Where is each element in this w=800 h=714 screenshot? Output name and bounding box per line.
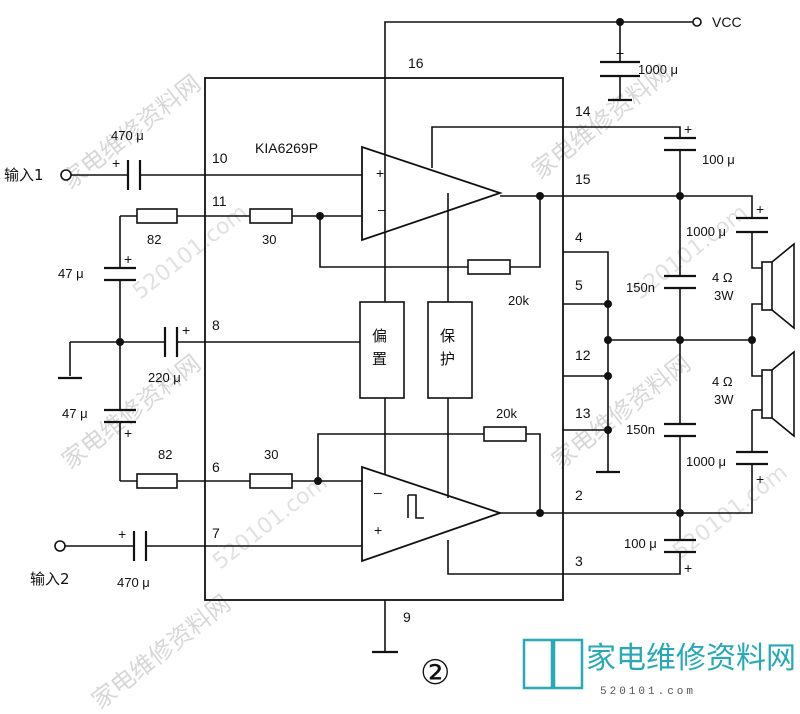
pin-12: 12 [575,347,591,363]
plus-mark: + [124,251,132,267]
plus-input-mark: + [376,165,384,181]
plus-mark: + [118,526,126,542]
resistor-20k-upper [467,259,511,275]
output-network: + 100 μ + 1000 μ 150n 4 Ω 3W 4 Ω 3W + [624,121,795,576]
minus-input-mark: – [378,201,386,217]
lower-amplifier: – + 82 30 20k 输入2 + 470 μ [30,406,681,590]
c150-lower-label: 150n [626,422,655,437]
plus-mark: + [112,155,120,171]
protect-label-1: 保 [440,327,455,345]
plus-mark: + [756,201,764,217]
plus-mark: + [124,425,132,441]
watermark-text: 家电维修资料网 [546,349,696,474]
c1000-lower-label: 1000 μ [686,454,726,469]
c100-lower-label: 100 μ [624,536,657,551]
plus-mark: + [616,45,624,61]
speaker-lower-imp: 4 Ω [712,374,733,389]
pin-3: 3 [575,553,583,569]
minus-input-mark: – [374,484,382,500]
resistor-30-upper [249,208,293,224]
input1-label: 输入1 [4,166,44,184]
pin-10: 10 [212,150,228,166]
pin-16: 16 [408,55,424,71]
r30-lower-label: 30 [264,447,278,462]
supply-section: VCC + 1000 μ [384,14,742,102]
c47-upper-label: 47 μ [58,266,84,281]
op-amp-lower [361,465,503,563]
pin-9: 9 [403,609,411,625]
plus-mark: + [684,560,692,576]
pin-14: 14 [575,103,591,119]
plus-mark: + [756,471,764,487]
pin-numbers: 16 14 10 15 11 4 5 8 12 13 6 2 7 3 9 [212,55,591,625]
r30-upper-label: 30 [262,232,276,247]
logo-text: 家电维修资料网 [586,641,796,676]
c1000-upper-label: 1000 μ [686,224,726,239]
plus-mark: + [684,121,692,137]
r82-upper-label: 82 [147,232,161,247]
r82-lower-label: 82 [158,447,172,462]
speaker-lower [761,369,773,419]
site-logo: 家电维修资料网 520101.com [522,638,796,698]
protect-block [427,301,473,399]
pin-15: 15 [575,171,591,187]
speaker-upper [761,261,773,311]
bias-label-1: 偏 [372,327,387,345]
pin-5: 5 [575,277,583,293]
r20k-upper-label: 20k [508,293,529,308]
pin-8: 8 [212,317,220,333]
input2-label: 输入2 [30,570,70,588]
pin-13: 13 [575,405,591,421]
resistor-82-lower [136,473,178,489]
r20k-lower-label: 20k [496,406,517,421]
watermarks: 家电维修资料网 家电维修资料网 家电维修资料网 家电维修资料网 家电维修资料网 … [56,59,792,714]
pin-2: 2 [575,487,583,503]
pin-6: 6 [212,459,220,475]
input2-terminal [54,540,66,552]
pin-7: 7 [212,525,220,541]
resistor-20k-lower [483,426,527,442]
left-network: + + 47 μ 47 μ + 220 μ [58,216,362,481]
speaker-lower-pow: 3W [714,392,734,407]
pin-4: 4 [575,229,583,245]
speaker-upper-pow: 3W [714,288,734,303]
hysteresis-symbol [407,494,424,519]
figure-label: ② [420,653,450,693]
resistor-30-lower [249,473,293,489]
internal-blocks: 偏 置 保 护 [359,78,473,654]
plus-input-mark: + [374,522,382,538]
input1-terminal [60,169,72,181]
pin-11: 11 [212,193,227,209]
bias-label-2: 置 [372,350,387,368]
speaker-upper-imp: 4 Ω [712,270,733,285]
c100-upper-label: 100 μ [702,152,735,167]
plus-mark: + [182,322,190,338]
vcc-terminal [692,17,702,27]
cap-470-upper-label: 470 μ [111,128,144,143]
upper-amplifier: + – 输入1 + 470 μ 82 30 20k [4,126,681,308]
chip-name: KIA6269P [255,140,318,156]
watermark-text: 家电维修资料网 [86,589,236,714]
c47-lower-label: 47 μ [62,406,88,421]
ic-body [204,77,564,601]
cap-supply-label: 1000 μ [638,62,678,77]
bias-block [359,301,405,399]
op-amp-upper [361,145,503,242]
c150-upper-label: 150n [626,280,655,295]
logo-url: 520101.com [600,686,696,698]
cap-470-lower-label: 470 μ [117,575,150,590]
c220-label: 220 μ [148,370,181,385]
resistor-82-upper [136,208,178,224]
vcc-label: VCC [712,14,742,30]
protect-label-2: 护 [440,350,455,368]
